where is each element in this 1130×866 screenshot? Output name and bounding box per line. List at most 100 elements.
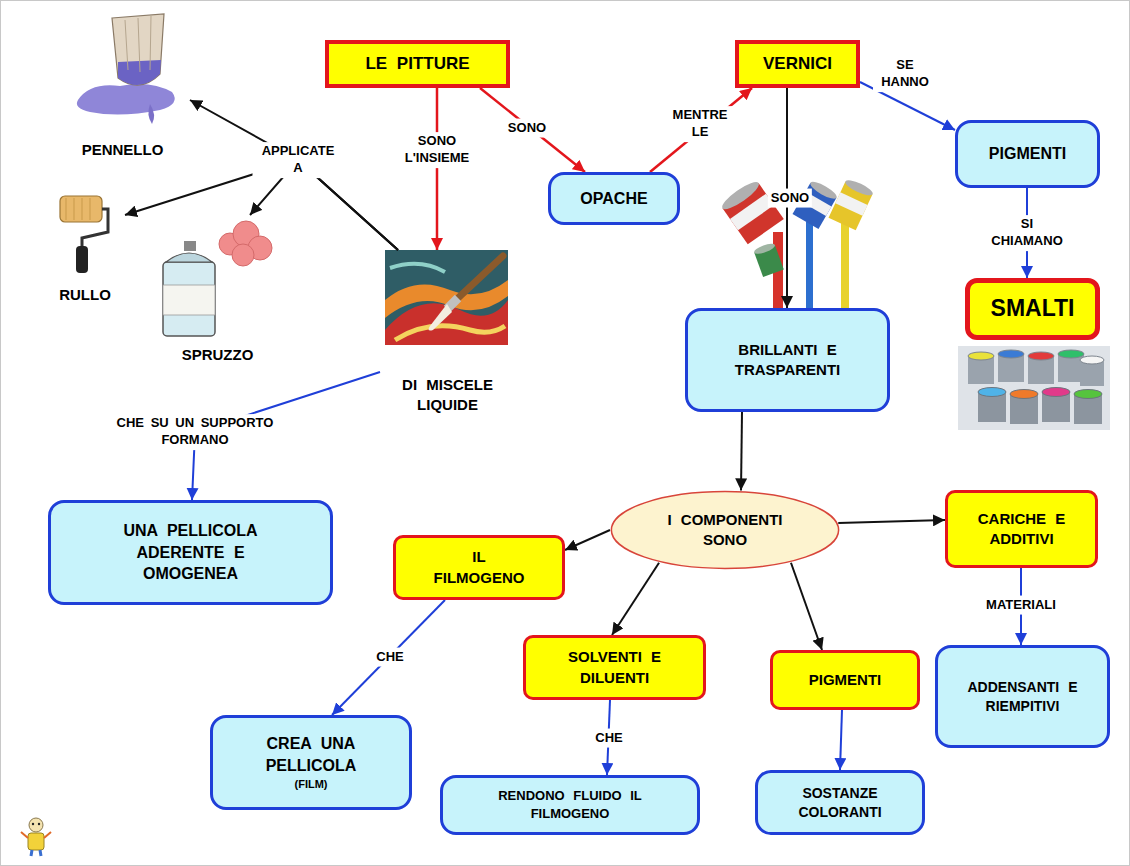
text-group: LE PITTURE [365, 53, 469, 76]
node-text: OPACHE [580, 188, 647, 210]
roller-frame [82, 209, 108, 248]
can-rim [753, 242, 776, 256]
brush-bristles [112, 14, 164, 85]
concept-box: LE PITTURE [325, 40, 510, 88]
node-text: SMALTI [991, 293, 1075, 324]
mascot-body [28, 833, 44, 850]
paint-swirl [390, 264, 445, 272]
node-text: PENNELLO [82, 140, 164, 160]
node-text: DI MISCELE LIQUIDE [393, 375, 503, 416]
edge-label: APPLICATE A [253, 142, 344, 178]
edge-label: CHE SU UN SUPPORTO FORMANO [92, 414, 298, 450]
roller-texture [66, 198, 90, 220]
picture-node: RULLO [45, 190, 125, 305]
can-top [978, 388, 1006, 397]
text-group: SOSTANZE COLORANTI [785, 784, 895, 822]
concept-box: CARICHE E ADDITIVI [945, 490, 1098, 568]
connector-arrow [332, 600, 445, 715]
node-text: BRILLANTI E TRASPARENTI [708, 340, 868, 381]
picture-node: SPRUZZO [155, 215, 280, 365]
connector-arrow [565, 530, 610, 550]
paint-can [829, 177, 875, 230]
can-rim [719, 178, 762, 213]
can-band [835, 192, 867, 216]
spray-can-shoulder [166, 253, 212, 262]
text-group: UNA PELLICOLA ADERENTE E OMOGENEA [106, 520, 276, 585]
node-text: SPRUZZO [182, 345, 254, 365]
paint-drip [148, 104, 154, 124]
paint-stream [841, 222, 849, 308]
text-group: SPRUZZO [182, 345, 254, 365]
node-text: UNA PELLICOLA ADERENTE E OMOGENEA [106, 520, 276, 585]
node-text: SOSTANZE COLORANTI [785, 784, 895, 822]
text-group: PIGMENTI [809, 670, 882, 690]
concept-box: UNA PELLICOLA ADERENTE E OMOGENEA [48, 500, 333, 605]
connector-arrow [612, 563, 659, 635]
paint-stream [806, 222, 813, 308]
node-text: SOLVENTI E DILUENTI [550, 647, 680, 688]
connector-arrow [480, 88, 585, 172]
concept-box: PIGMENTI [770, 650, 920, 710]
brush-bristles [429, 304, 452, 331]
connector-arrow [740, 412, 743, 490]
can-top [968, 352, 994, 360]
edge-label: SI CHIAMANO [984, 215, 1070, 251]
node-text: CARICHE E ADDITIVI [967, 509, 1077, 550]
edge-label: SONO [768, 189, 812, 208]
mascot-head [29, 818, 43, 832]
bristle-lines [125, 16, 151, 72]
mascot-arms [21, 832, 51, 838]
mascot-legs [31, 850, 41, 856]
paint-swirl [385, 300, 508, 345]
paint-can [753, 242, 784, 277]
ellipse-outline [610, 490, 840, 570]
text-group: ADDENSANTI E RIEMPITIVI [958, 678, 1088, 716]
can-top [1058, 350, 1084, 358]
paint-swirl [395, 326, 505, 340]
spray-cloud [232, 244, 254, 266]
text-group: CREA UNA PELLICOLA(FILM) [246, 733, 376, 791]
node-text: I COMPONENTI SONO [660, 510, 790, 551]
roller-grip [76, 246, 88, 273]
node-text: RULLO [59, 285, 111, 305]
can-top [998, 350, 1024, 358]
edge-label: MATERIALI [983, 596, 1059, 615]
concept-box: VERNICI [735, 40, 860, 88]
can-rim [844, 177, 875, 198]
text-group: IL FILMOGENO [424, 547, 534, 588]
enamel-picture [958, 346, 1110, 430]
text-group: I COMPONENTI SONO [660, 510, 790, 551]
node-text: LE PITTURE [365, 53, 469, 76]
node-text: IL FILMOGENO [424, 547, 534, 588]
connector-arrow [650, 88, 752, 172]
edge-label: SE HANNO [873, 56, 937, 92]
text-group: RULLO [59, 285, 111, 305]
text-group: DI MISCELE LIQUIDE [393, 375, 503, 416]
picture-node: PENNELLO [55, 15, 190, 160]
edge-label: SONO [505, 119, 549, 138]
mixture-picture [385, 250, 508, 345]
text-group: SOLVENTI E DILUENTI [550, 647, 680, 688]
concept-box: PIGMENTI [955, 120, 1100, 188]
concept-box: SMALTI [965, 278, 1100, 340]
node-text: VERNICI [763, 53, 832, 76]
roller-cylinder [60, 196, 102, 222]
can-top [1074, 390, 1102, 399]
spray-can-body [163, 262, 215, 336]
node-text: PIGMENTI [989, 143, 1066, 165]
node-text: (FILM) [246, 777, 376, 792]
mascot-eye [32, 823, 34, 825]
connector-arrow [840, 710, 842, 770]
spray-nozzle [184, 241, 196, 251]
concept-ellipse: I COMPONENTI SONO [610, 490, 840, 570]
text-group: VERNICI [763, 53, 832, 76]
concept-box: OPACHE [548, 172, 680, 225]
can-top [1042, 388, 1070, 397]
can-top [1080, 356, 1104, 364]
connector-arrow [436, 88, 439, 250]
can-top [1028, 352, 1054, 360]
edge-label: MENTRE LE [662, 106, 738, 142]
concept-box: ADDENSANTI E RIEMPITIVI [935, 645, 1110, 748]
text-group: RENDONO FLUIDO IL FILMOGENO [465, 787, 675, 822]
